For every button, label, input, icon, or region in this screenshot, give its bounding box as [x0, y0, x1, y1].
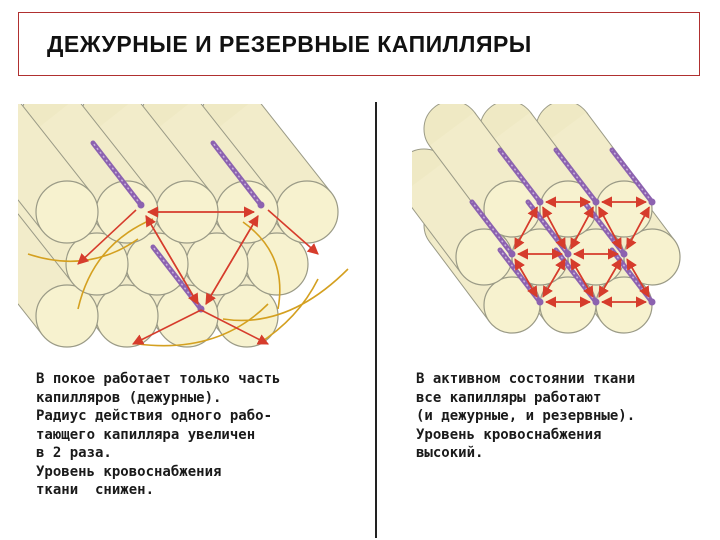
- caption-line: в 2 раза.: [36, 445, 112, 461]
- caption-line: (и дежурные, и резервные).: [416, 408, 636, 424]
- diffusion-arrow: [542, 258, 566, 298]
- fiber-bundle: [18, 104, 339, 348]
- title-box: ДЕЖУРНЫЕ И РЕЗЕРВНЫЕ КАПИЛЛЯРЫ: [18, 12, 700, 76]
- capillaries: [90, 140, 265, 313]
- resting-caption: В покое работает только часть капилляров…: [36, 370, 280, 500]
- muscle-fiber: [18, 104, 99, 244]
- diffusion-arrow: [131, 309, 202, 345]
- arrows: [514, 196, 650, 308]
- capillary: [90, 140, 145, 209]
- diffusion-arrow: [145, 215, 199, 305]
- diffusion-arrow: [267, 209, 319, 255]
- range-arc: [222, 268, 349, 322]
- caption-line: Радиус действия одного рабо-: [36, 408, 273, 424]
- active-tissue-diagram: [412, 104, 681, 334]
- diffusion-arrow: [542, 206, 566, 250]
- range-arc: [137, 303, 269, 347]
- caption-line: капилляров (дежурные).: [36, 389, 222, 406]
- diffusion-arrow: [205, 215, 259, 305]
- page-title: ДЕЖУРНЫЕ И РЕЗЕРВНЫЕ КАПИЛЛЯРЫ: [47, 30, 532, 57]
- diffusion-arrow: [626, 258, 650, 298]
- range-arc: [242, 221, 281, 310]
- caption-line: В активном состоянии ткани: [416, 371, 636, 387]
- diffusion-arrow: [598, 206, 622, 250]
- caption-line: В покое работает только часть: [36, 371, 281, 387]
- diffusion-arrow: [200, 309, 269, 345]
- capillaries: [469, 147, 656, 306]
- diffusion-arrow: [570, 258, 594, 298]
- resting-tissue-diagram: [18, 104, 349, 348]
- capillary: [553, 147, 600, 206]
- caption-line: ткани снижен.: [36, 482, 155, 498]
- capillary: [497, 147, 544, 206]
- caption-line: тающего капилляра увеличен: [36, 426, 256, 443]
- fiber-bundle: [412, 104, 681, 334]
- caption-line: Уровень кровоснабжения: [416, 426, 602, 443]
- diffusion-arrow: [570, 206, 594, 250]
- muscle-fiber: [412, 148, 513, 286]
- active-caption: В активном состоянии ткани все капилляры…: [416, 370, 635, 463]
- diffusion-arrow: [514, 206, 538, 250]
- diffusion-arrow: [77, 209, 137, 265]
- diffusion-arrow: [626, 206, 650, 250]
- muscle-fiber: [20, 104, 159, 244]
- capillary: [469, 199, 516, 258]
- diffusion-arrow: [598, 258, 622, 298]
- range-arc: [77, 218, 154, 310]
- diffusion-arrow: [514, 258, 538, 298]
- caption-line: высокий.: [416, 445, 484, 461]
- capillary: [609, 147, 656, 206]
- caption-line: все капилляры работают: [416, 389, 602, 406]
- panel-divider: [375, 102, 377, 538]
- arrows: [77, 206, 319, 345]
- caption-line: Уровень кровоснабжения: [36, 463, 222, 480]
- capillary: [210, 140, 265, 209]
